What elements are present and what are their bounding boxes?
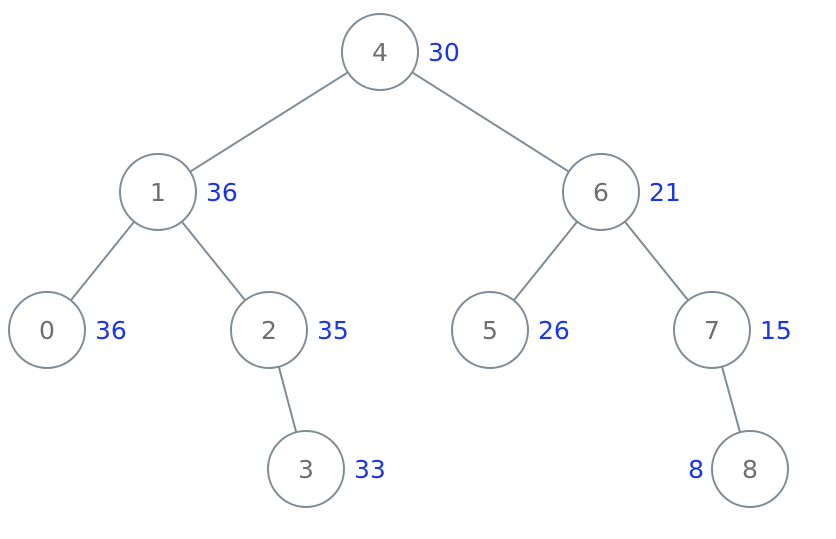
node-circle: [562, 153, 640, 231]
node-value: 7: [704, 316, 720, 345]
tree-node-8: 88: [688, 430, 789, 508]
node-circle: [119, 153, 197, 231]
node-circle: [230, 291, 308, 369]
node-value: 1: [150, 178, 166, 207]
node-sum-label: 15: [760, 316, 792, 345]
tree-node-7: 7 15: [673, 291, 792, 369]
tree-node-2: 2 35: [230, 291, 349, 369]
node-circle: [711, 430, 789, 508]
node-sum-label: 26: [538, 316, 570, 345]
edge-6-5: [513, 220, 578, 302]
edge-4-6: [411, 71, 570, 173]
tree-node-4: 4 30: [341, 13, 460, 91]
node-value: 5: [482, 316, 498, 345]
edge-7-8: [721, 366, 741, 433]
node-circle: [341, 13, 419, 91]
node-sum-label: 36: [95, 316, 127, 345]
tree-node-5: 5 26: [451, 291, 570, 369]
node-sum-label: 33: [354, 455, 386, 484]
node-value: 4: [372, 38, 388, 67]
node-value: 2: [261, 316, 277, 345]
node-sum-label: 35: [317, 316, 349, 345]
node-value: 6: [593, 178, 609, 207]
edge-1-2: [181, 220, 246, 302]
node-circle: [8, 291, 86, 369]
node-circle: [451, 291, 529, 369]
node-sum-label: 30: [428, 38, 460, 67]
edge-6-7: [624, 220, 689, 302]
node-value: 0: [39, 316, 55, 345]
node-sum-label: 21: [649, 178, 681, 207]
node-sum-label: 8: [688, 455, 704, 484]
edge-2-3: [277, 366, 298, 433]
node-circle: [267, 430, 345, 508]
tree-node-6: 6 21: [562, 153, 681, 231]
tree-node-0: 0 36: [8, 291, 127, 369]
edge-4-1: [189, 71, 349, 173]
node-circle: [673, 291, 751, 369]
edge-1-0: [70, 220, 135, 302]
node-sum-label: 36: [206, 178, 238, 207]
edges-layer: [70, 71, 741, 433]
node-value: 3: [298, 455, 314, 484]
node-value: 8: [742, 455, 758, 484]
tree-node-1: 1 36: [119, 153, 238, 231]
